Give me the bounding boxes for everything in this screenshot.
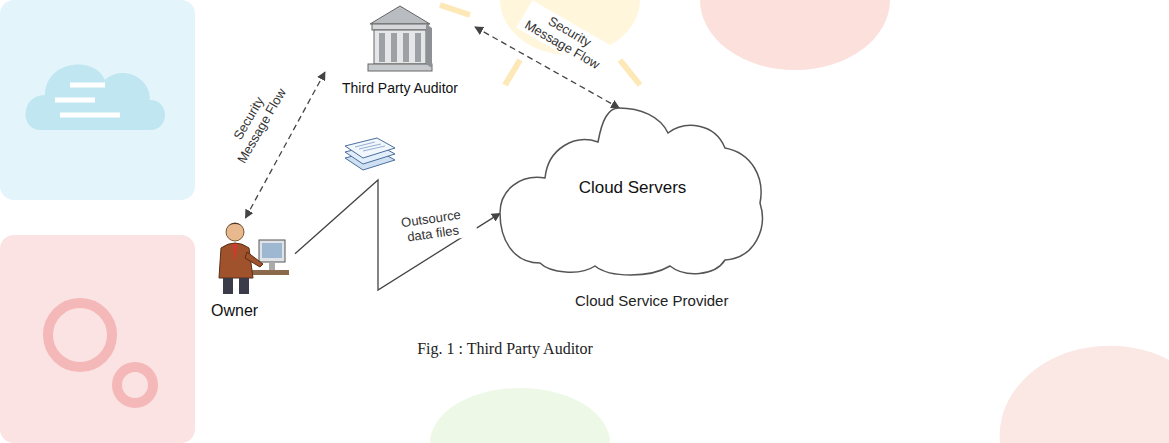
watermark-arc bbox=[1000, 346, 1169, 443]
watermark-gear bbox=[48, 303, 153, 403]
node-icon bbox=[325, 2, 475, 74]
edge-label: Security Message Flow bbox=[516, 0, 615, 76]
watermark-cloud bbox=[26, 64, 165, 130]
edge-label: Outsource data files bbox=[386, 204, 478, 248]
data-flow-arrow bbox=[295, 180, 500, 290]
figure-caption: Fig. 1 : Third Party Auditor bbox=[0, 340, 1010, 358]
node-label: Owner bbox=[211, 302, 295, 320]
file-stack-icon bbox=[345, 138, 395, 170]
cloud-node: Cloud Servers bbox=[500, 108, 765, 278]
watermark-disc bbox=[700, 0, 890, 70]
watermark-arc bbox=[430, 388, 610, 443]
node-label: Cloud Servers bbox=[579, 178, 687, 198]
owner-node: Owner bbox=[205, 218, 295, 323]
node-label: Third Party Auditor bbox=[325, 80, 475, 96]
edge-label: Security Message Flow bbox=[217, 72, 293, 171]
node-icon bbox=[211, 218, 295, 296]
auditor-node: Third Party Auditor bbox=[325, 2, 475, 102]
watermark-tile bbox=[0, 0, 195, 200]
provider-label: Cloud Service Provider bbox=[575, 292, 728, 309]
watermark-tile bbox=[0, 235, 195, 443]
auditor-building-icon bbox=[364, 2, 436, 74]
owner-person-icon bbox=[211, 218, 291, 296]
watermark-circuit bbox=[55, 85, 120, 115]
